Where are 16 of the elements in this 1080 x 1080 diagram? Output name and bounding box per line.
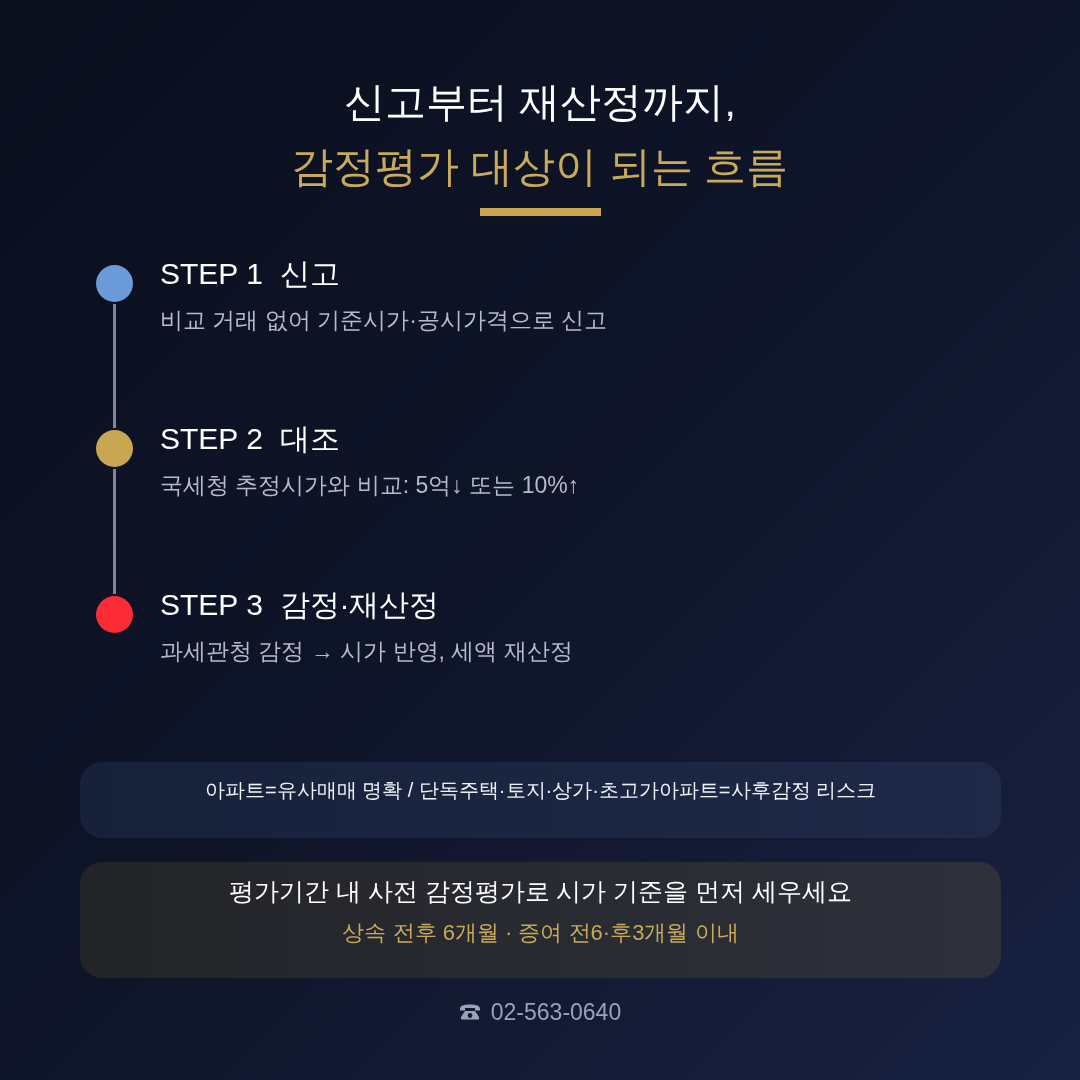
panel-subtext: 상속 전후 6개월 · 증여 전6·후3개월 이내 — [342, 919, 739, 947]
panel-text: 평가기간 내 사전 감정평가로 시가 기준을 먼저 세우세요 — [228, 876, 853, 907]
note-panel — [80, 762, 1001, 838]
step-description: 비교 거래 없어 기준시가·공시가격으로 신고 — [160, 306, 608, 335]
step-description: 과세관청 감정 → 시가 반영, 세액 재산정 — [160, 637, 573, 666]
phone-number: 02-563-0640 — [490, 998, 622, 1027]
connector-line — [113, 304, 116, 428]
panel-text: 아파트=유사매매 명확 / 단독주택·토지·상가·초고가아파트=사후감정 리스크 — [204, 778, 877, 803]
title: 신고부터 재산정까지, — [344, 78, 736, 127]
step-description: 국세청 추정시가와 비교: 5억↓ 또는 10%↑ — [160, 471, 580, 500]
subtitle: 감정평가 대상이 되는 흐름 — [291, 142, 789, 192]
step-title: STEP 3 감정·재산정 — [160, 587, 440, 623]
step-title: STEP 2 대조 — [160, 421, 340, 457]
callout-panel — [80, 862, 1001, 978]
connector-line — [113, 469, 116, 594]
step-title: STEP 1 신고 — [160, 256, 340, 292]
